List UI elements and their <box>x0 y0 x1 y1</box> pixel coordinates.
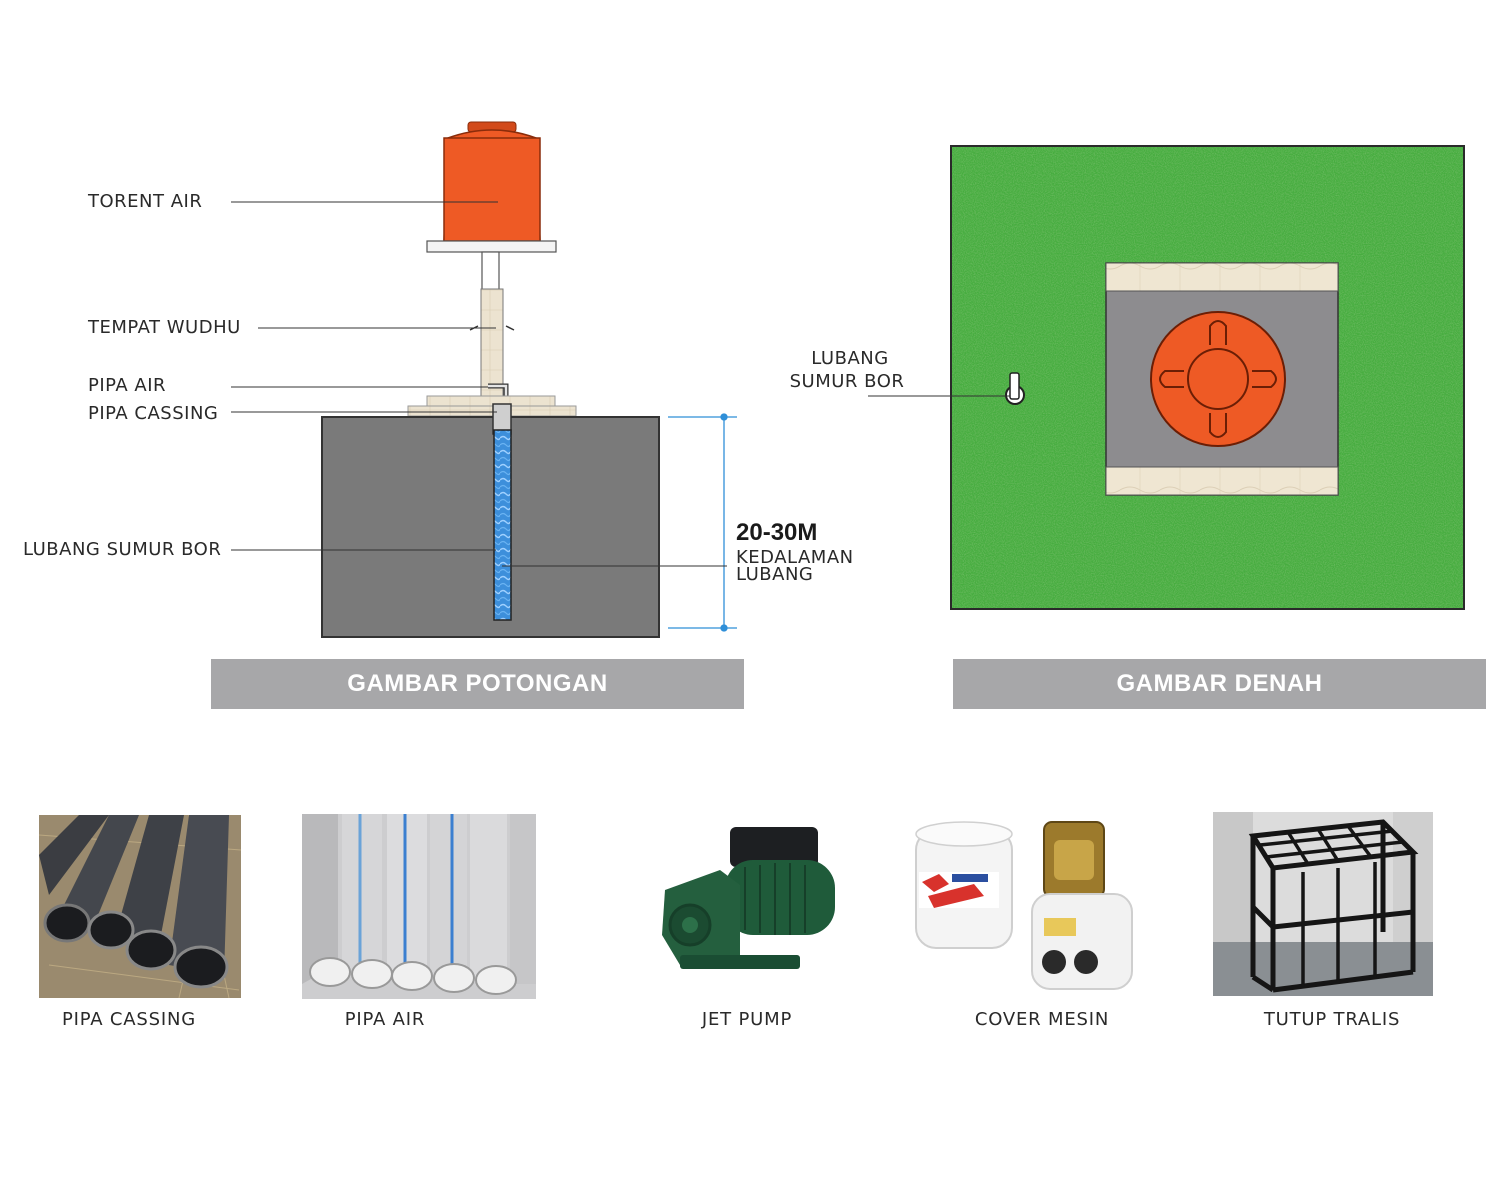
leader-lines <box>231 201 727 567</box>
ground-section <box>321 416 660 638</box>
label-tempat-wudhu: TEMPAT WUDHU <box>88 317 241 338</box>
water-tank <box>426 121 557 253</box>
depth-dimension <box>668 413 737 632</box>
caption-jet-pump: JET PUMP <box>701 1009 793 1030</box>
well-point-marker <box>1005 372 1025 405</box>
caption-pipa-air: PIPA AIR <box>344 1009 426 1030</box>
label-pipa-air: PIPA AIR <box>88 375 167 396</box>
section-title-banner: GAMBAR POTONGAN <box>211 659 744 709</box>
photo-pipa-cassing <box>39 815 241 998</box>
plan-label-line2: SUMUR BOR <box>789 371 905 392</box>
plan-title-banner: GAMBAR DENAH <box>953 659 1486 709</box>
photo-pipa-air <box>302 814 536 999</box>
well-hole <box>493 429 512 621</box>
tank-support <box>481 251 500 291</box>
label-lubang-sumur-bor: LUBANG SUMUR BOR <box>23 539 222 560</box>
photo-tutup-tralis <box>1213 812 1433 996</box>
depth-value: 20-30M <box>736 519 818 546</box>
label-torent-air: TORENT AIR <box>88 191 203 212</box>
depth-label-line2: LUBANG <box>736 564 814 585</box>
caption-tutup-tralis: TUTUP TRALIS <box>1263 1009 1401 1030</box>
plan-drawing <box>868 145 1465 610</box>
photo-cover-mesin <box>904 812 1146 997</box>
depth-label-line1: KEDALAMAN <box>736 547 854 568</box>
section-drawing <box>231 121 737 638</box>
label-pipa-cassing: PIPA CASSING <box>88 403 219 424</box>
wudhu-column <box>469 288 515 398</box>
caption-pipa-cassing: PIPA CASSING <box>62 1009 196 1030</box>
tank-top-view <box>1150 311 1286 447</box>
caption-cover-mesin: COVER MESIN <box>974 1009 1110 1030</box>
photo-jet-pump <box>650 815 850 995</box>
well-platform <box>407 395 577 417</box>
plan-label-line1: LUBANG <box>811 348 889 369</box>
